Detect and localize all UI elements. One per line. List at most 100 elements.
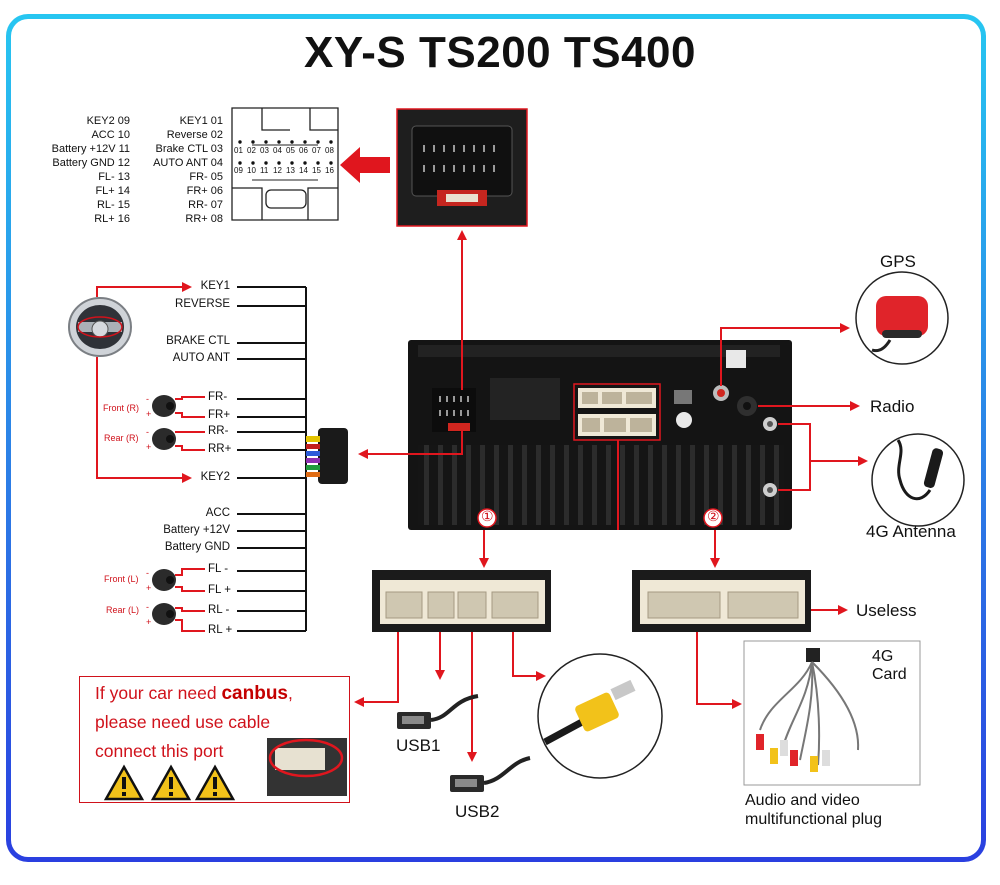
label-usb2: USB2 <box>455 802 500 821</box>
pin-number: 07 <box>312 146 321 155</box>
pin-number: 15 <box>312 166 321 175</box>
pin-label: AUTO ANT 04 <box>153 157 223 169</box>
canbus-port-photo <box>267 738 347 796</box>
warning-icon <box>103 764 236 801</box>
canbus-note: If your car need canbus, please need use… <box>79 676 350 803</box>
pin-label: Battery GND 12 <box>52 157 130 169</box>
pin-number: 11 <box>260 166 269 175</box>
harness-label-rl-minus: RL - <box>208 604 230 616</box>
speaker-polarity: + <box>146 409 152 419</box>
label-useless: Useless <box>856 601 917 620</box>
pin-label: FL+ 14 <box>95 185 130 197</box>
marker-port-2: ② <box>707 508 720 524</box>
label-usb1: USB1 <box>396 736 441 755</box>
harness-label-fl-minus: FL - <box>208 563 229 575</box>
harness-label-reverse: REVERSE <box>175 298 230 310</box>
speaker-polarity: + <box>146 583 152 593</box>
connector-pin-dots <box>238 140 333 165</box>
speaker-label-rear-l: Rear (L) <box>106 605 140 615</box>
speaker-label-front-l: Front (L) <box>104 574 139 584</box>
harness-label-fl-plus: FL + <box>208 584 231 596</box>
label-av-plug: Audio and video <box>745 792 860 809</box>
canbus-note-text: If your car need <box>95 683 222 703</box>
plug-1 <box>372 570 551 632</box>
steering-wheel-icon <box>68 297 132 357</box>
pin-label: RL- 15 <box>96 199 130 211</box>
pin-number: 06 <box>299 146 308 155</box>
speaker-polarity: - <box>146 568 149 578</box>
plug-2 <box>632 570 811 632</box>
speaker-label-rear-r: Rear (R) <box>104 433 139 443</box>
speaker-icon <box>152 395 176 625</box>
canbus-keyword: canbus <box>221 683 288 704</box>
label-radio: Radio <box>870 397 915 416</box>
head-unit-back <box>408 340 792 530</box>
pin-label: FR+ 06 <box>186 185 223 197</box>
canbus-note-line3: connect this port <box>95 741 224 761</box>
harness-label-rr-plus: RR+ <box>208 443 232 455</box>
marker-port-1: ① <box>481 508 494 524</box>
speaker-label-front-r: Front (R) <box>103 403 139 413</box>
pin-number: 03 <box>260 146 269 155</box>
pin-label: Brake CTL 03 <box>155 143 223 155</box>
speaker-polarity: + <box>146 617 152 627</box>
port-markers <box>477 508 723 528</box>
connector-photo <box>396 108 528 227</box>
pin-number: 10 <box>247 166 256 175</box>
pin-label: FR- 05 <box>189 171 223 183</box>
pin-label: ACC 10 <box>91 129 130 141</box>
pin-number: 09 <box>234 166 243 175</box>
av-plug-photo <box>743 640 921 786</box>
harness-label-acc: ACC <box>205 507 230 519</box>
gps-puck-icon <box>855 271 949 365</box>
speaker-polarity: - <box>146 394 149 404</box>
page-title: XY-S TS200 TS400 <box>304 28 696 77</box>
harness-label-auto-ant: AUTO ANT <box>172 352 230 364</box>
pin-number: 05 <box>286 146 295 155</box>
harness-plug <box>306 428 348 484</box>
canbus-note-text: , <box>288 683 293 703</box>
label-gps: GPS <box>880 252 916 271</box>
speaker-polarity: - <box>146 602 149 612</box>
red-arrow-icon <box>340 147 390 183</box>
harness-label-key2: KEY2 <box>200 471 230 483</box>
pin-numbers-row: 09 10 11 12 13 14 15 16 <box>234 166 338 175</box>
pin-number: 14 <box>299 166 308 175</box>
connection-arrows <box>96 230 868 762</box>
canbus-note-line2: please need use cable <box>95 712 271 732</box>
pin-number: 01 <box>234 146 243 155</box>
label-4g-card: 4G <box>872 648 894 665</box>
pin-number: 02 <box>247 146 256 155</box>
label-4g-antenna: 4G Antenna <box>866 522 956 541</box>
pin-number: 13 <box>286 166 295 175</box>
speaker-polarity: - <box>146 427 149 437</box>
rca-plug-icon <box>537 653 663 779</box>
label-4g-card: Card <box>872 666 907 683</box>
label-av-plug: multifunctional plug <box>745 811 882 828</box>
connector-pinout-drawing <box>231 107 339 221</box>
canbus-note-line1: If your car need canbus, <box>95 683 293 705</box>
pin-label: KEY1 01 <box>179 115 223 127</box>
harness-label-brake: BRAKE CTL <box>166 335 230 347</box>
harness-label-battery-12v: Battery +12V <box>163 524 230 536</box>
antenna-icon <box>871 433 965 527</box>
pin-number: 08 <box>325 146 334 155</box>
pin-label: Battery +12V 11 <box>51 143 130 155</box>
pin-number: 12 <box>273 166 282 175</box>
pin-number: 16 <box>325 166 334 175</box>
speaker-polarity: + <box>146 442 152 452</box>
pin-label: RL+ 16 <box>94 213 130 225</box>
pin-number: 04 <box>273 146 282 155</box>
harness-label-key1: KEY1 <box>200 280 230 292</box>
pin-numbers-row: 01 02 03 04 05 06 07 08 <box>234 146 338 155</box>
pin-label: Reverse 02 <box>166 129 223 141</box>
harness-label-battery-gnd: Battery GND <box>164 541 230 553</box>
pin-label: KEY2 09 <box>86 115 130 127</box>
pin-label: RR- 07 <box>188 199 223 211</box>
harness-label-fr-minus: FR- <box>208 391 228 403</box>
usb-cable-icon <box>397 694 531 792</box>
harness-wires <box>237 286 307 632</box>
pin-label: RR+ 08 <box>185 213 223 225</box>
